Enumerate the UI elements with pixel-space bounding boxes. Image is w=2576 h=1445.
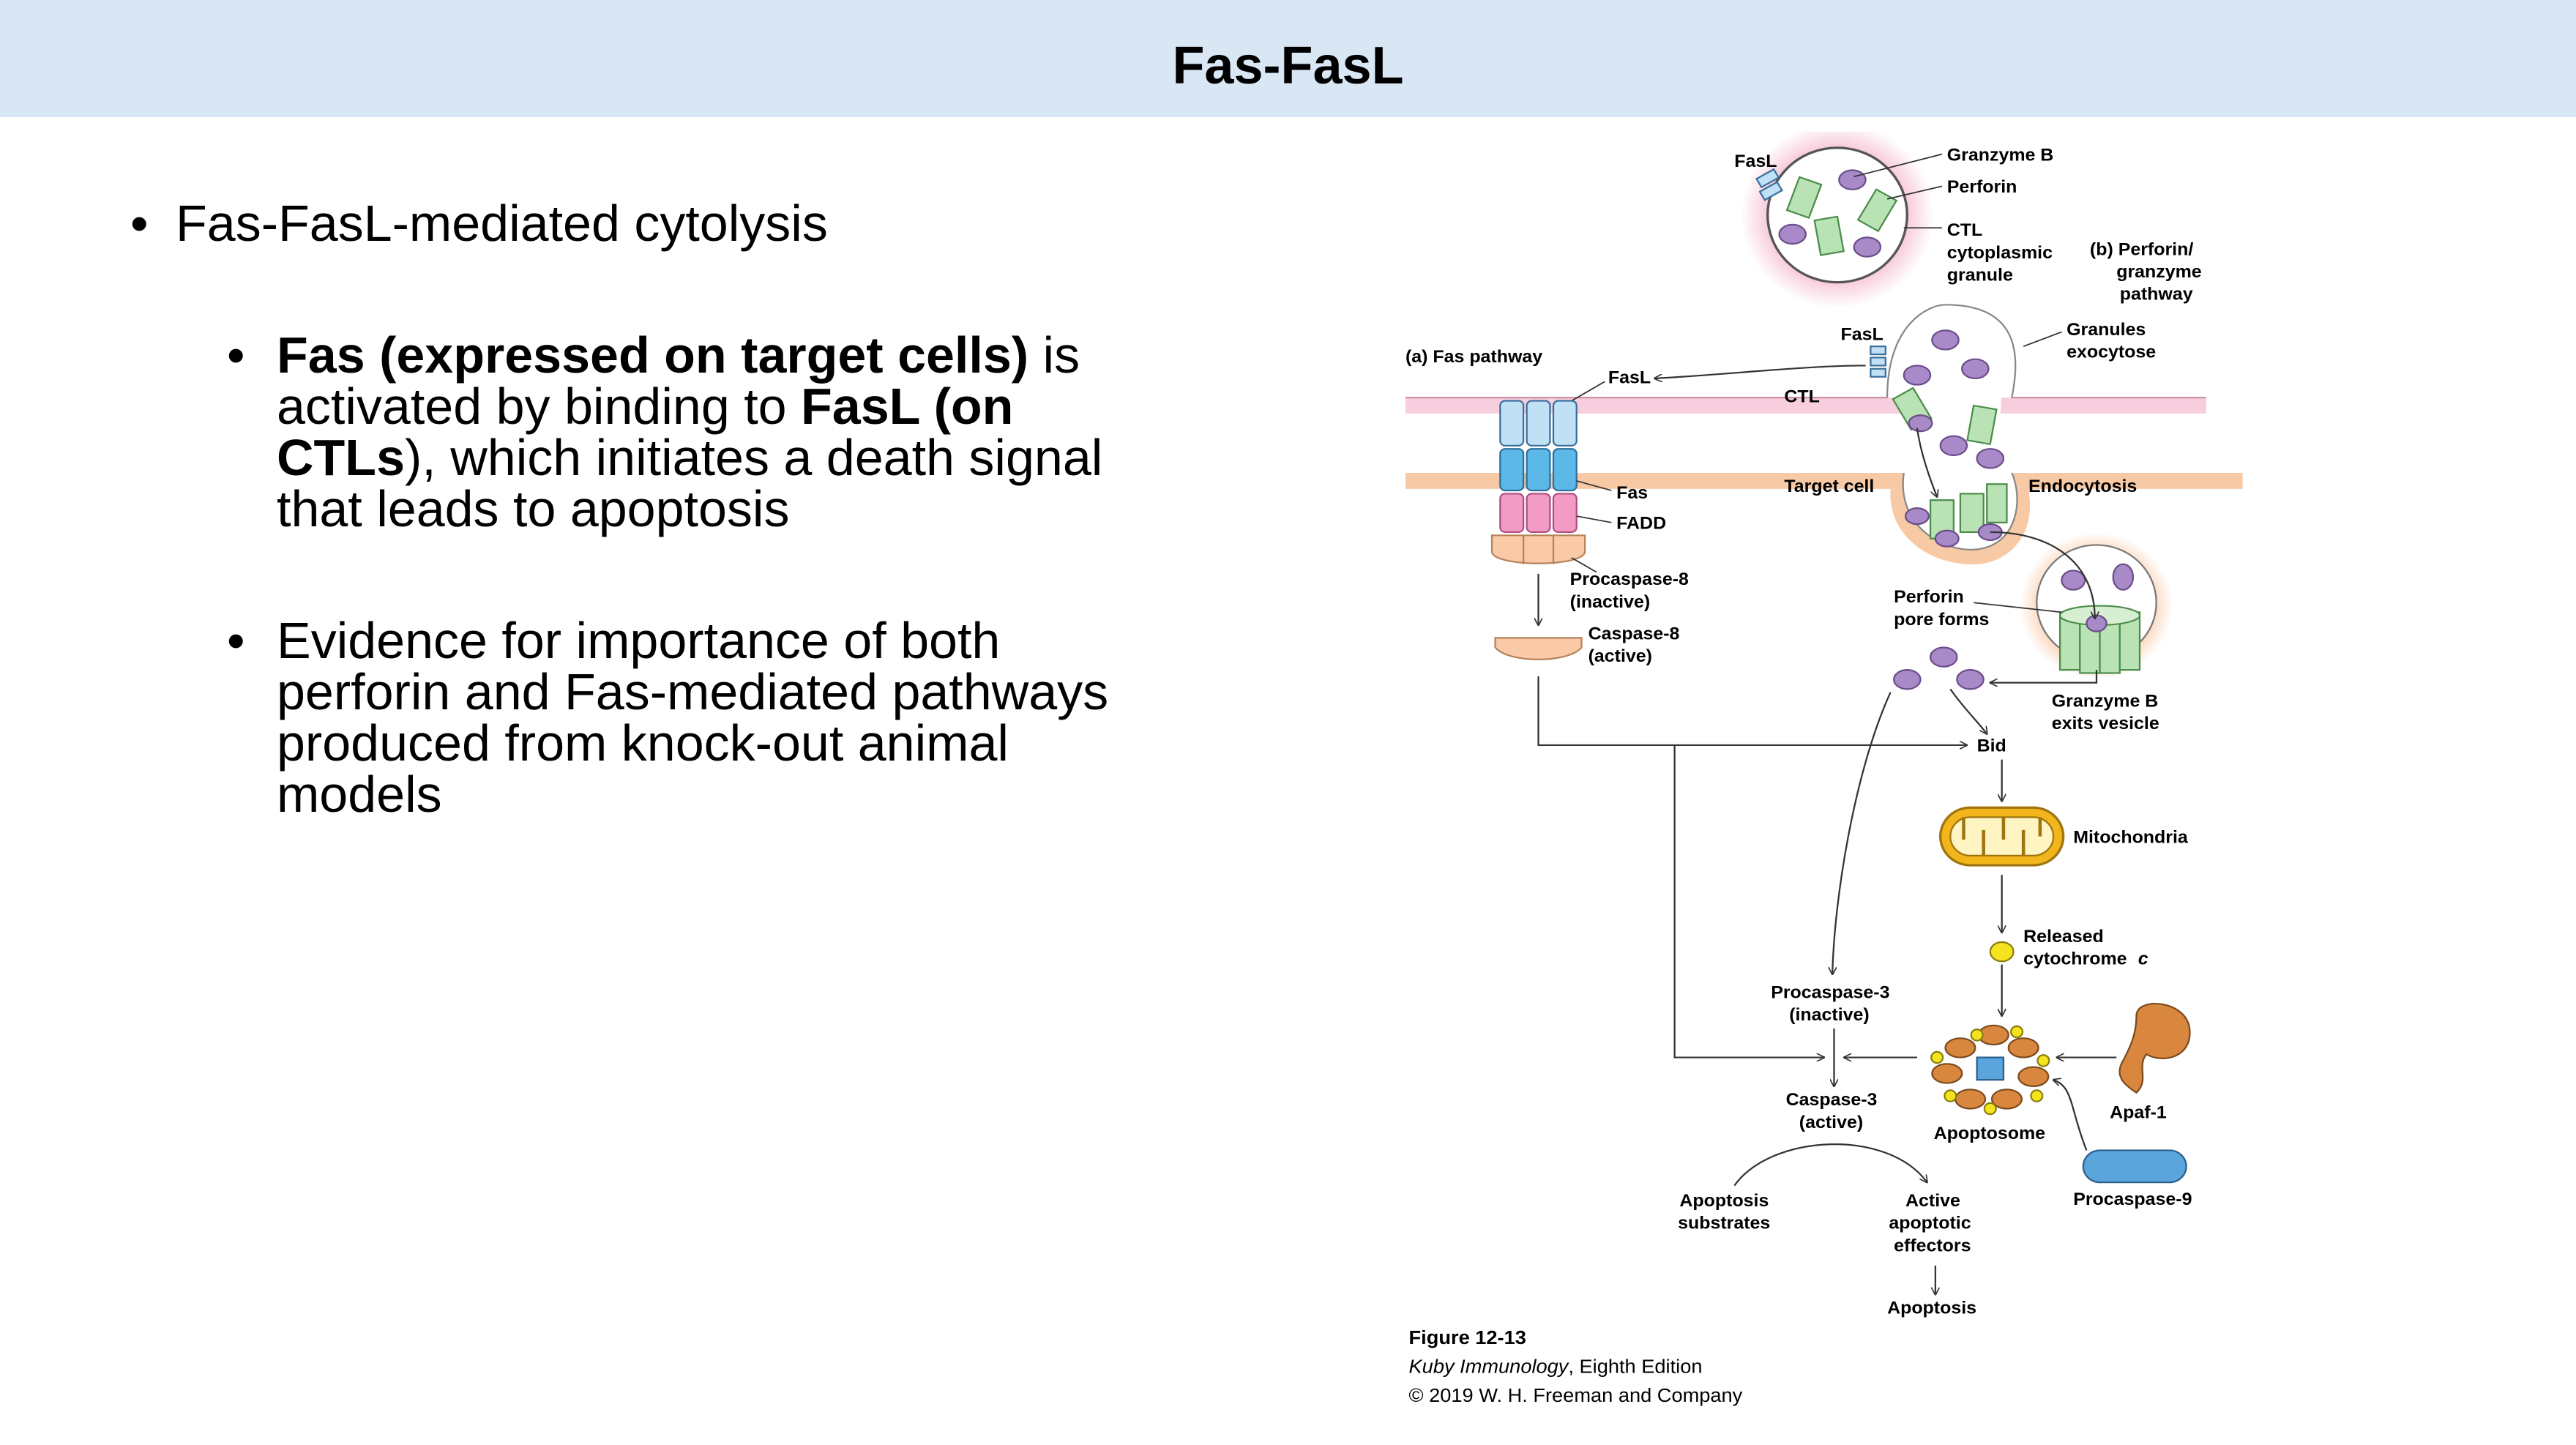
figure-source: Kuby Immunology, Eighth Edition xyxy=(1409,1356,1703,1377)
label-cytc-1: Released xyxy=(2023,927,2104,946)
bullet-sub-1: • Fas (expressed on target cells) is acti… xyxy=(130,329,1155,534)
label-active-eff-1: Active xyxy=(1905,1191,1960,1211)
label-procasp3-2: (inactive) xyxy=(1789,1006,1870,1026)
label-ctl-granule-2: cytoplasmic xyxy=(1947,243,2053,263)
figure-number: Figure 12-13 xyxy=(1409,1327,1526,1348)
granzyme-b-particle xyxy=(1956,669,1985,690)
label-ctl: CTL xyxy=(1784,387,1820,407)
label-casp3-1: Caspase-3 xyxy=(1786,1091,1878,1110)
label-gzb-exits-1: Granzyme B xyxy=(2052,692,2159,712)
bullet-main: • Fas-FasL-mediated cytolysis xyxy=(130,198,1155,249)
label-bid: Bid xyxy=(1977,736,2006,756)
label-procasp9: Procaspase-9 xyxy=(2073,1190,2192,1209)
label-cytc-3: c xyxy=(2138,949,2148,969)
mitochondrion xyxy=(1938,806,2065,867)
label-pathway-b-2: granzyme xyxy=(2116,262,2201,282)
figure-copyright: © 2019 W. H. Freeman and Company xyxy=(1409,1384,1743,1405)
apaf1-shape xyxy=(2118,1003,2191,1094)
granzyme-b-particle xyxy=(1929,646,1958,668)
bullet-dot: • xyxy=(227,612,245,669)
label-apop-sub-2: substrates xyxy=(1678,1214,1770,1233)
fas-receptor xyxy=(1490,400,1586,564)
label-perforin-pore-1: Perforin xyxy=(1894,588,1964,608)
label-ctl-granule-3: granule xyxy=(1947,266,2013,285)
bullet-dot: • xyxy=(227,326,245,384)
label-procasp8-1: Procaspase-8 xyxy=(1570,570,1689,590)
caspase-8-shape xyxy=(1494,637,1583,660)
label-cytc-2: cytochrome xyxy=(2023,949,2127,969)
label-active-eff-3: effectors xyxy=(1894,1236,1971,1256)
cytochrome-c-shape xyxy=(1989,941,2015,963)
label-granules-1: Granules xyxy=(2067,320,2146,340)
label-mitochondria: Mitochondria xyxy=(2073,828,2188,848)
label-casp3-2: (active) xyxy=(1799,1113,1863,1132)
bullet-sub-2: • Evidence for importance of both perfori… xyxy=(130,615,1155,820)
bullet-dot: • xyxy=(130,195,149,252)
bullet-list: • Fas-FasL-mediated cytolysis • Fas (expre… xyxy=(130,198,1155,820)
bullet-sub-1-text-1: is activated by binding to xyxy=(277,326,1080,435)
label-fas: Fas xyxy=(1616,483,1648,503)
label-ctl-granule-1: CTL xyxy=(1947,221,1983,241)
label-apoptosis: Apoptosis xyxy=(1887,1299,1976,1318)
label-fasl-left: FasL xyxy=(1608,368,1651,388)
bullet-sub-1-text-2: ), which initiates a death signal that l… xyxy=(277,429,1103,537)
label-pathway-b-1: (b) Perforin/ xyxy=(2090,240,2194,260)
label-gzb-exits-2: exits vesicle xyxy=(2052,714,2159,733)
label-pathway-b-3: pathway xyxy=(2120,285,2193,305)
label-granzyme-b: Granzyme B xyxy=(1947,146,2054,165)
ctl-membrane xyxy=(1405,304,2206,469)
granzyme-b-particle xyxy=(1893,669,1922,690)
label-granules-2: exocytose xyxy=(2067,343,2156,362)
label-pathway-a: (a) Fas pathway xyxy=(1405,347,1543,367)
label-casp8-1: Caspase-8 xyxy=(1588,624,1680,644)
label-endocytosis: Endocytosis xyxy=(2028,477,2137,497)
figure-book-title: Kuby Immunology xyxy=(1409,1356,1570,1377)
title-bar: Fas-FasL xyxy=(0,0,2576,117)
label-apaf1: Apaf-1 xyxy=(2110,1103,2167,1123)
ctl-granule xyxy=(1741,132,1934,308)
label-fadd: FADD xyxy=(1616,514,1666,534)
label-apoptosome: Apoptosome xyxy=(1934,1124,2045,1144)
bullet-sub-1-bold-1: Fas (expressed on target cells) xyxy=(277,326,1029,384)
slide-title: Fas-FasL xyxy=(1172,37,1404,95)
label-fasl-mid: FasL xyxy=(1841,325,1884,345)
bullet-sub-2-text: Evidence for importance of both perforin… xyxy=(277,612,1109,823)
label-apop-sub-1: Apoptosis xyxy=(1679,1191,1769,1211)
label-active-eff-2: apoptotic xyxy=(1889,1214,1971,1233)
apoptosome xyxy=(1930,1024,2050,1116)
label-procasp8-2: (inactive) xyxy=(1570,592,1651,612)
fas-perforin-pathway-figure: FasL Granzyme B Perforin CTL cytoplasmic… xyxy=(1405,132,2243,1406)
bullet-main-text: Fas-FasL-mediated cytolysis xyxy=(176,195,828,252)
bullet-sub-1-bold-2: FasL (on CTLs xyxy=(277,378,1014,486)
label-perforin: Perforin xyxy=(1947,178,2017,198)
procaspase-9-shape xyxy=(2082,1149,2187,1184)
label-casp8-2: (active) xyxy=(1588,647,1652,667)
label-target-cell: Target cell xyxy=(1784,477,1874,497)
figure-edition: , Eighth Edition xyxy=(1568,1356,1702,1377)
label-procasp3-1: Procaspase-3 xyxy=(1771,983,1889,1003)
label-fasl-top: FasL xyxy=(1734,152,1777,172)
label-perforin-pore-2: pore forms xyxy=(1894,610,1989,630)
perforin-pore-vesicle xyxy=(2020,531,2173,680)
